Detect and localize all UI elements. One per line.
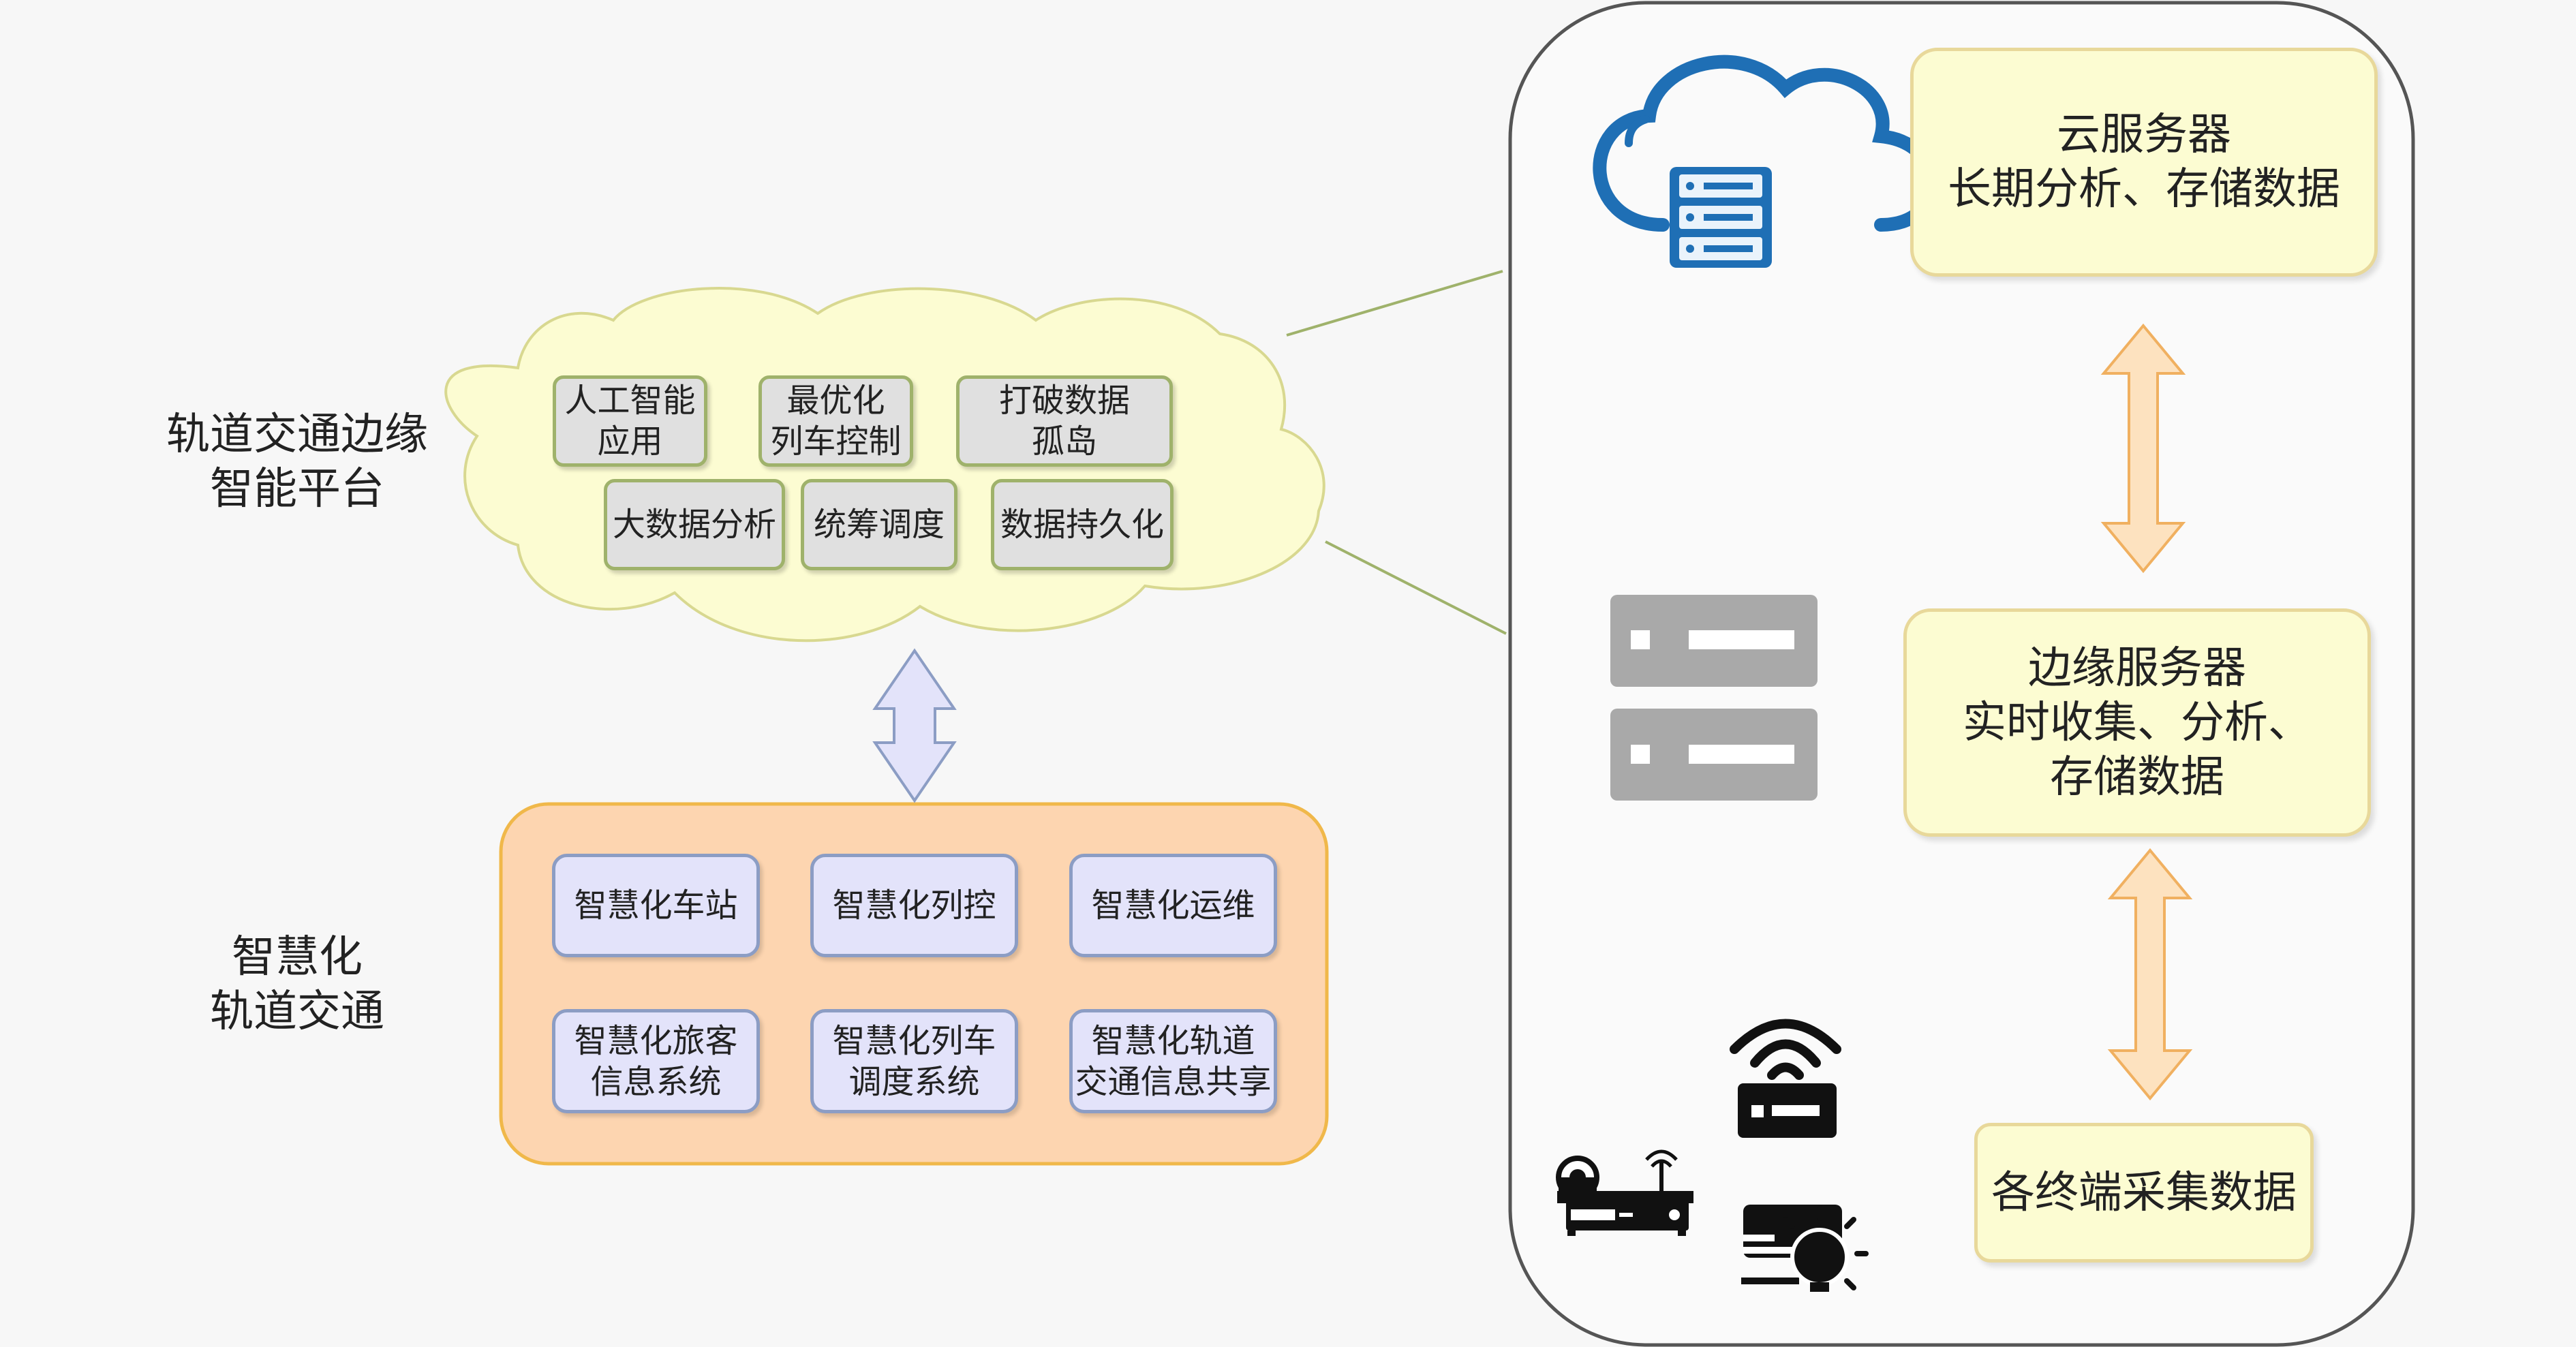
platform-label: 轨道交通边缘 智能平台 bbox=[140, 407, 454, 516]
smart-transit-label-line-2: 轨道交通 bbox=[210, 987, 384, 1037]
connector-line-bottom bbox=[1325, 540, 1507, 635]
module-smart-info-sharing: 智慧化轨道 交通信息共享 bbox=[1069, 1009, 1277, 1113]
server-rack-icon bbox=[1610, 595, 1818, 801]
module-line: 智慧化运维 bbox=[1091, 886, 1255, 925]
module-line: 孤岛 bbox=[1031, 422, 1097, 461]
cloud-server-box: 云服务器 长期分析、存储数据 bbox=[1910, 48, 2378, 277]
edge-server-box: 边缘服务器 实时收集、分析、 存储数据 bbox=[1903, 608, 2371, 837]
router-icon bbox=[1730, 1019, 1841, 1138]
module-optimal-train-control: 最优化 列车控制 bbox=[758, 375, 913, 467]
module-smart-train-control: 智慧化列控 bbox=[810, 854, 1018, 957]
module-line: 统筹调度 bbox=[813, 506, 945, 544]
module-line: 智慧化轨道 bbox=[1091, 1021, 1255, 1060]
terminal-data-label: 各终端采集数据 bbox=[1991, 1167, 2297, 1218]
module-data-persistence: 数据持久化 bbox=[991, 479, 1174, 570]
edge-server-title: 边缘服务器 bbox=[2028, 642, 2246, 694]
module-smart-train-dispatch: 智慧化列车 调度系统 bbox=[810, 1009, 1018, 1113]
module-line: 智慧化列控 bbox=[832, 886, 996, 925]
module-line: 打破数据 bbox=[998, 382, 1130, 420]
module-line: 调度系统 bbox=[848, 1062, 980, 1101]
module-line: 人工智能 bbox=[564, 382, 696, 420]
module-ai-application: 人工智能 应用 bbox=[553, 375, 707, 467]
platform-label-line-2: 智能平台 bbox=[210, 464, 384, 514]
edge-server-desc-1: 实时收集、分析、 bbox=[1963, 697, 2312, 748]
module-smart-operation-maintenance: 智慧化运维 bbox=[1069, 854, 1277, 957]
cloud-edge-arrow bbox=[2100, 323, 2186, 574]
edge-terminal-arrow bbox=[2107, 848, 2193, 1101]
cloud-server-title: 云服务器 bbox=[2057, 110, 2231, 160]
module-line: 数据持久化 bbox=[1000, 506, 1164, 544]
connector-line-top bbox=[1286, 270, 1503, 337]
platform-transit-arrow bbox=[872, 648, 957, 803]
cloud-server-desc: 长期分析、存储数据 bbox=[1948, 164, 2340, 215]
dvr-camera-icon bbox=[1556, 1149, 1693, 1236]
module-line: 智慧化旅客 bbox=[574, 1021, 738, 1060]
module-coordinated-scheduling: 统筹调度 bbox=[801, 479, 957, 570]
module-line: 应用 bbox=[597, 422, 663, 461]
module-break-data-silos: 打破数据 孤岛 bbox=[956, 375, 1173, 467]
edge-server-desc-2: 存储数据 bbox=[2050, 752, 2224, 803]
module-line: 列车控制 bbox=[770, 422, 902, 461]
module-line: 大数据分析 bbox=[612, 506, 776, 544]
module-smart-passenger-info: 智慧化旅客 信息系统 bbox=[552, 1009, 760, 1113]
card-reader-icon bbox=[1741, 1205, 1869, 1292]
module-smart-station: 智慧化车站 bbox=[552, 854, 760, 957]
module-line: 信息系统 bbox=[590, 1062, 722, 1101]
module-line: 智慧化列车 bbox=[832, 1021, 996, 1060]
terminal-data-box: 各终端采集数据 bbox=[1974, 1123, 2314, 1263]
module-line: 智慧化车站 bbox=[574, 886, 738, 925]
smart-transit-label: 智慧化 轨道交通 bbox=[140, 930, 454, 1039]
platform-label-line-1: 轨道交通边缘 bbox=[166, 409, 428, 460]
smart-transit-label-line-1: 智慧化 bbox=[232, 932, 363, 982]
module-line: 最优化 bbox=[786, 382, 885, 420]
module-line: 交通信息共享 bbox=[1075, 1062, 1272, 1101]
module-big-data-analysis: 大数据分析 bbox=[604, 479, 785, 570]
cloud-server-icon bbox=[1593, 55, 1939, 268]
